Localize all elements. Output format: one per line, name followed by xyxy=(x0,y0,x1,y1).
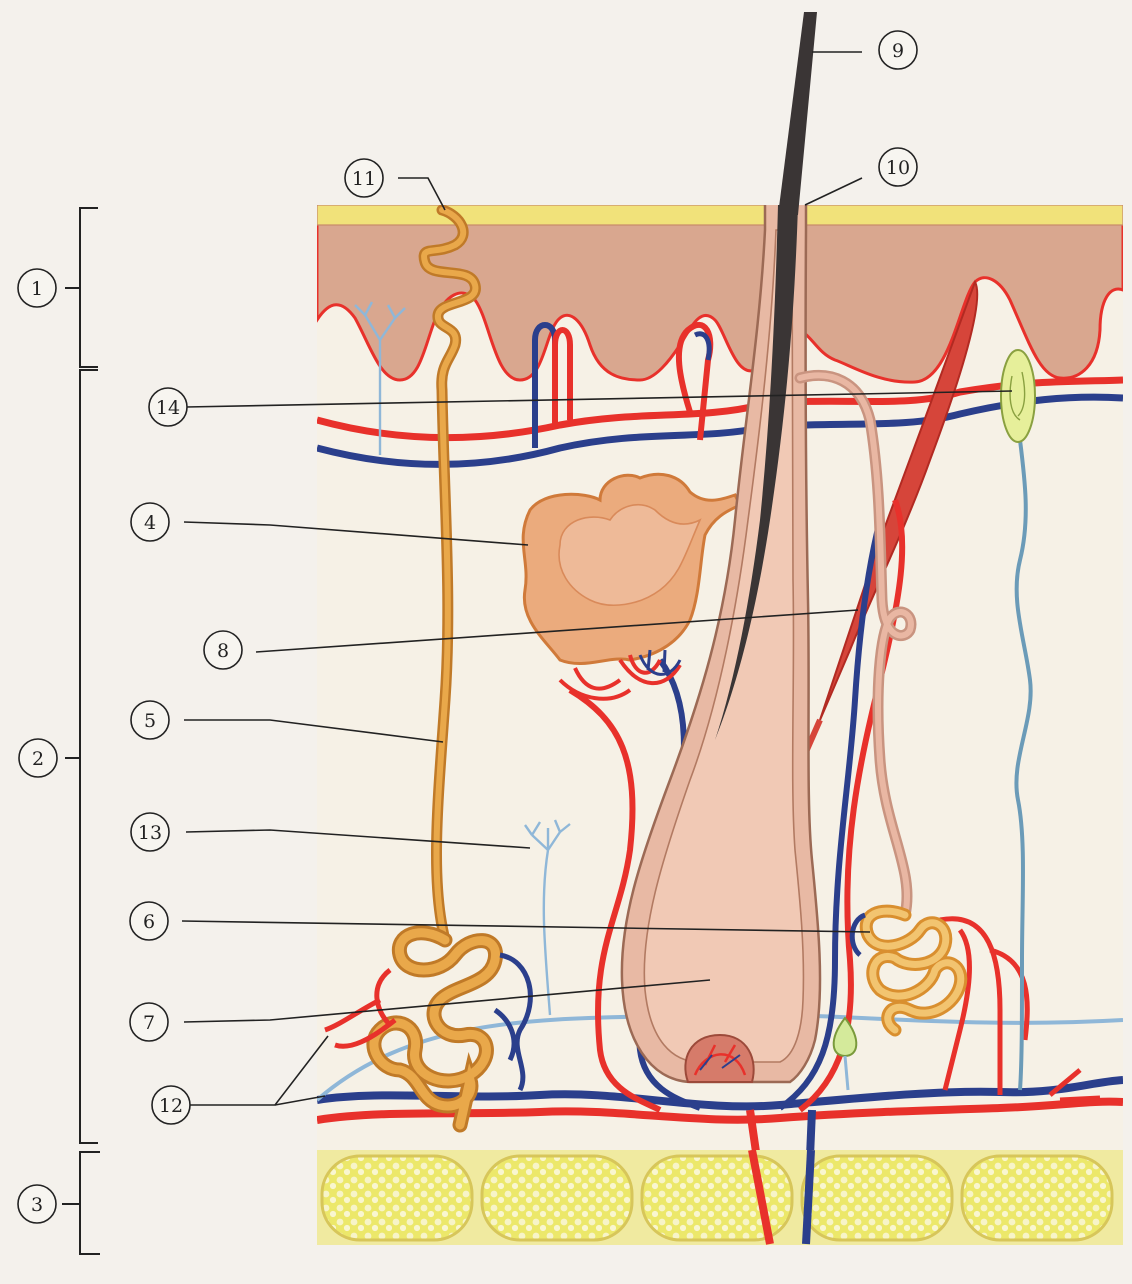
label-13-text: 13 xyxy=(138,822,162,844)
papilla-capillary-artery-1 xyxy=(552,327,573,425)
eccrine-gland-artery xyxy=(324,968,397,1049)
skin-block xyxy=(317,205,1123,1245)
leader-4 xyxy=(183,521,529,546)
eccrine-sweat-duct-lumen xyxy=(421,207,479,943)
hair-shaft-inner xyxy=(715,205,798,740)
hypodermis-vein xyxy=(802,1149,815,1245)
leader-lines xyxy=(181,51,1013,1106)
label-9: 9 xyxy=(878,30,918,70)
sensory-nerve-right xyxy=(1014,439,1033,1091)
label-8: 8 xyxy=(203,630,243,670)
leader-14 xyxy=(185,390,1013,408)
lamellar-corpuscle xyxy=(1000,349,1036,443)
label-10-text: 10 xyxy=(886,157,910,179)
label-6: 6 xyxy=(129,901,169,941)
follicle-artery-left xyxy=(568,687,662,1113)
follicle-vein-right xyxy=(778,519,883,1111)
bracket-epidermis xyxy=(79,207,98,368)
label-7-text: 7 xyxy=(143,1012,155,1034)
sebaceous-capillary-bed xyxy=(558,654,682,701)
label-14-text: 14 xyxy=(156,397,180,419)
hair-papilla xyxy=(684,1033,755,1083)
lamellar-corpuscle-layers xyxy=(1009,371,1026,421)
stratum-corneum xyxy=(317,205,1123,226)
label-5: 5 xyxy=(130,700,170,740)
leader-12a xyxy=(190,1035,329,1106)
label-12: 12 xyxy=(151,1085,191,1125)
apocrine-sweat-gland-coil-highlight xyxy=(862,907,965,1034)
fat-lobules xyxy=(320,1154,1114,1242)
bracket-hypodermis xyxy=(79,1151,100,1255)
hair-shaft-emerging xyxy=(778,12,817,215)
label-3: 3 xyxy=(17,1184,57,1224)
leader-12b xyxy=(274,1095,326,1106)
leader-7 xyxy=(183,979,711,1023)
papilla-capillary-vein-2 xyxy=(693,331,712,361)
leader-13 xyxy=(185,829,531,849)
hair-papilla-venules xyxy=(699,1054,741,1071)
label-6-text: 6 xyxy=(143,911,155,933)
label-7: 7 xyxy=(129,1002,169,1042)
label-8-text: 8 xyxy=(217,640,229,662)
label-11-text: 11 xyxy=(352,168,376,190)
label-10: 10 xyxy=(878,147,918,187)
right-gland-artery-branch xyxy=(1048,1068,1101,1103)
sebaceous-gland-inner xyxy=(558,504,702,606)
leader-11 xyxy=(398,177,446,211)
label-2-text: 2 xyxy=(32,748,44,770)
label-2: 2 xyxy=(18,738,58,778)
bracket-dermis xyxy=(79,369,98,1144)
leader-10 xyxy=(804,177,863,206)
free-nerve-ending-upper xyxy=(354,301,406,455)
label-1: 1 xyxy=(17,268,57,308)
label-13: 13 xyxy=(130,812,170,852)
small-corpuscle-nerve xyxy=(843,1055,850,1091)
layer-brackets xyxy=(62,207,100,1255)
label-9-text: 9 xyxy=(892,40,904,62)
apocrine-gland-vein xyxy=(849,912,867,957)
label-5-text: 5 xyxy=(144,710,156,732)
leader-6 xyxy=(181,920,871,933)
apocrine-duct-lumen xyxy=(797,372,914,918)
leader-5 xyxy=(184,719,444,743)
arrector-pili-muscle xyxy=(819,279,979,721)
leader-8 xyxy=(255,609,859,653)
label-3-text: 3 xyxy=(31,1194,43,1216)
label-11: 11 xyxy=(344,158,384,198)
label-12-text: 12 xyxy=(159,1095,183,1117)
eccrine-gland-coil-highlight xyxy=(369,928,500,1130)
label-14: 14 xyxy=(148,387,188,427)
label-4: 4 xyxy=(130,502,170,542)
sebaceous-venules xyxy=(638,649,682,676)
label-4-text: 4 xyxy=(144,512,156,534)
right-gland-artery xyxy=(939,916,1030,1095)
label-1-text: 1 xyxy=(31,278,43,300)
hypodermis-artery xyxy=(748,1149,774,1245)
eccrine-gland-vein xyxy=(493,952,533,1092)
